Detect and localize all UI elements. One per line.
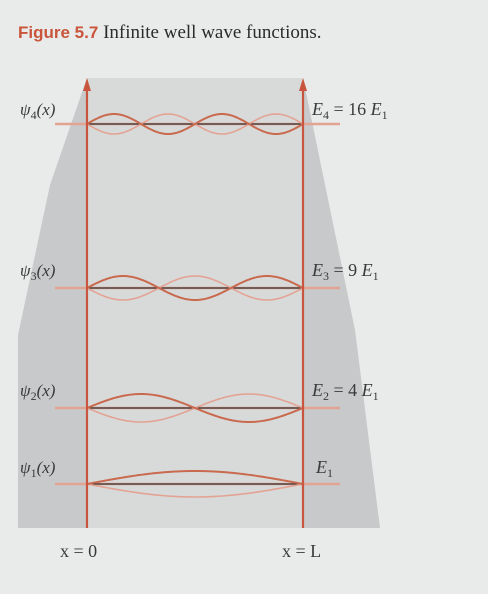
psi-label-3: ψ3(x) xyxy=(20,261,56,283)
psi-label-1: ψ1(x) xyxy=(20,458,56,480)
energy-label-3: E3 = 9 E1 xyxy=(311,260,379,283)
wave-function-mirror-3 xyxy=(86,275,304,301)
figure-caption-text: Infinite well wave functions. xyxy=(103,22,322,43)
psi-label-4: ψ4(x) xyxy=(20,100,56,122)
energy-label-1: E1 xyxy=(315,457,333,480)
wave-function-mirror-1 xyxy=(86,483,304,498)
left-wall-arrowhead xyxy=(83,78,91,91)
wave-function-4 xyxy=(86,112,304,136)
wave-function-2 xyxy=(86,392,304,424)
wave-function-1 xyxy=(86,470,304,485)
potential-well-shading xyxy=(18,78,87,528)
energy-label-4: E4 = 16 E1 xyxy=(311,99,388,122)
x-L-label: x = L xyxy=(282,541,321,561)
level-labels-group: ψ4(x) E4 = 16 E1 ψ3(x) E3 = 9 E1 ψ2(x) E2 = 4… xyxy=(20,99,388,480)
potential-well-shading-right xyxy=(303,78,380,528)
wave-functions-group xyxy=(55,112,340,498)
energy-label-2: E2 = 4 E1 xyxy=(311,380,379,403)
well-interior-shading xyxy=(87,78,303,528)
wave-function-3 xyxy=(86,274,304,302)
right-wall-arrowhead xyxy=(299,78,307,91)
psi-label-2: ψ2(x) xyxy=(20,381,56,403)
figure-label: Figure 5.7 xyxy=(18,23,99,42)
figure-caption: Figure 5.7 Infinite well wave functions. xyxy=(18,20,348,46)
x-zero-label: x = 0 xyxy=(60,541,97,561)
